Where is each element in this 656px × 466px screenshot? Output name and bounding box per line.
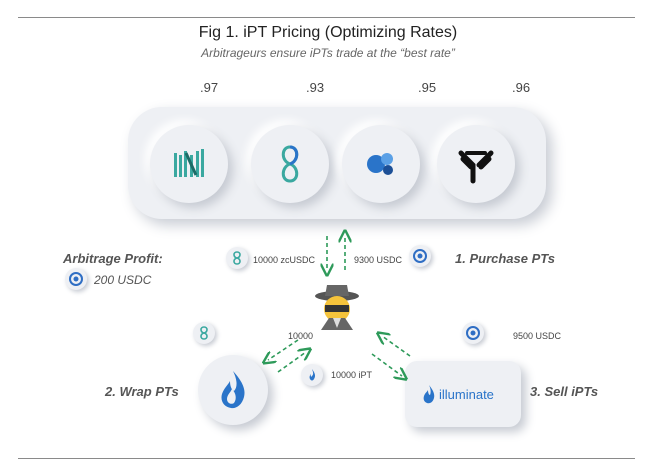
- arrow-wrap-right: [278, 352, 306, 372]
- arrow-sell-right: [372, 354, 402, 376]
- arrow-sell-left: [382, 336, 410, 356]
- arrow-wrap-left: [268, 340, 298, 360]
